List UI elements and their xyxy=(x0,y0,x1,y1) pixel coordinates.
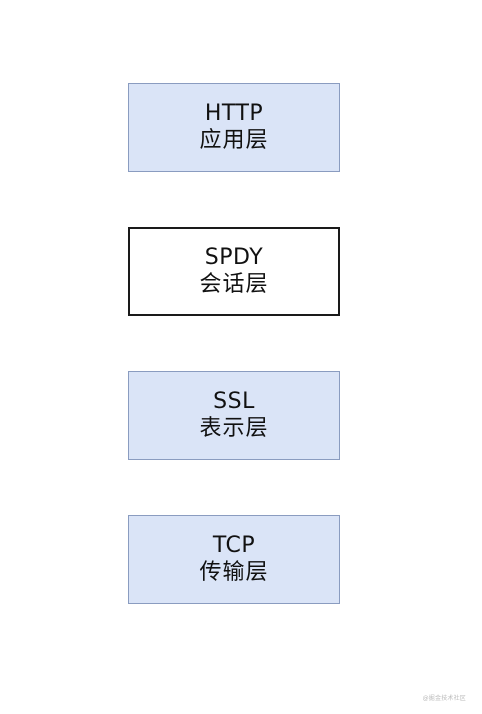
layer-name-label: 应用层 xyxy=(199,128,269,153)
layer-protocol-label: SSL xyxy=(213,389,255,414)
layer-box-spdy: SPDY 会话层 xyxy=(128,227,340,316)
layer-box-tcp: TCP 传输层 xyxy=(128,515,340,604)
layer-protocol-label: TCP xyxy=(212,533,256,558)
layer-name-label: 传输层 xyxy=(199,560,269,585)
layer-box-http: HTTP 应用层 xyxy=(128,83,340,172)
watermark-text: @掘金技术社区 xyxy=(422,695,466,702)
layer-protocol-label: SPDY xyxy=(204,245,264,270)
layer-name-label: 会话层 xyxy=(199,272,269,297)
layer-protocol-label: HTTP xyxy=(204,101,264,126)
layer-name-label: 表示层 xyxy=(199,416,269,441)
layer-box-ssl: SSL 表示层 xyxy=(128,371,340,460)
